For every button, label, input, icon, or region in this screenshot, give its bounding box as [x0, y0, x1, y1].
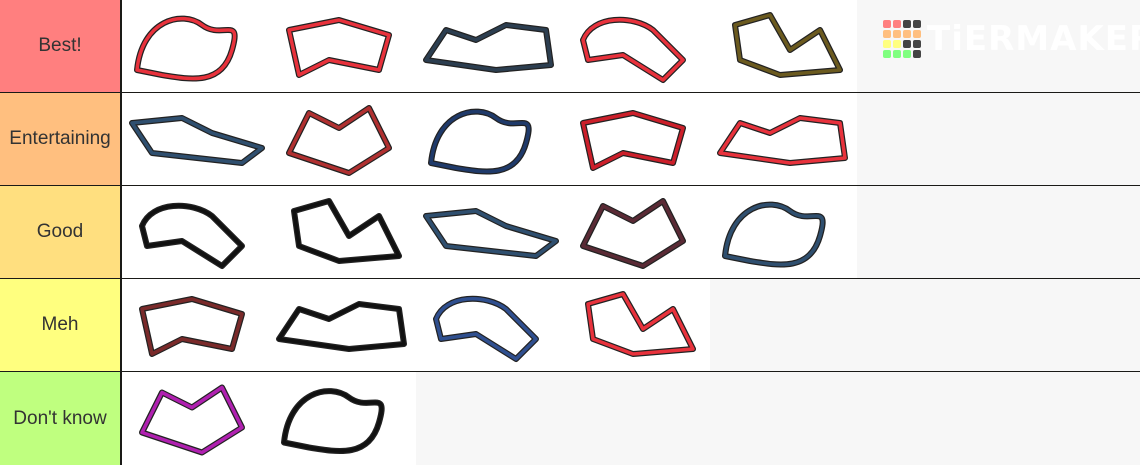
tier-items	[122, 372, 1140, 465]
tiermaker-logo: TiERMAKER	[883, 19, 1140, 59]
tier-label[interactable]: Meh	[0, 279, 122, 371]
track-map-icon	[134, 15, 238, 82]
tier-items	[122, 0, 1140, 92]
track-map-icon	[139, 384, 245, 456]
track-map-item[interactable]	[122, 279, 269, 371]
tier-row: Don't know	[0, 372, 1140, 465]
track-map-icon	[428, 108, 532, 175]
tier-label[interactable]: Best!	[0, 0, 122, 92]
track-map-item[interactable]	[710, 0, 857, 92]
tier-row: Best!	[0, 0, 1140, 92]
logo-square	[883, 20, 891, 28]
track-map-item[interactable]	[122, 372, 269, 465]
tier-items	[122, 186, 1140, 278]
tier-row: Meh	[0, 279, 1140, 371]
logo-grid-icon	[883, 20, 921, 58]
track-map-item[interactable]	[416, 0, 563, 92]
track-map-item[interactable]	[563, 279, 710, 371]
logo-square	[883, 40, 891, 48]
tier-label[interactable]: Entertaining	[0, 93, 122, 185]
track-map-item[interactable]	[416, 186, 563, 278]
tier-label[interactable]: Don't know	[0, 372, 122, 465]
track-map-item[interactable]	[416, 93, 563, 185]
logo-square	[893, 30, 901, 38]
logo-square	[913, 20, 921, 28]
track-map-item[interactable]	[269, 279, 416, 371]
track-map-item[interactable]	[563, 93, 710, 185]
track-map-item[interactable]	[563, 0, 710, 92]
tier-items	[122, 279, 1140, 371]
track-map-icon	[281, 388, 385, 454]
logo-square	[903, 40, 911, 48]
track-map-item[interactable]	[416, 279, 563, 371]
track-map-icon	[139, 202, 245, 269]
logo-square	[903, 30, 911, 38]
track-map-item[interactable]	[563, 186, 710, 278]
logo-square	[913, 40, 921, 48]
track-map-icon	[732, 12, 843, 78]
track-map-icon	[722, 201, 826, 268]
tier-row: Good	[0, 186, 1140, 278]
track-map-icon	[580, 198, 686, 269]
tier-row: Entertaining	[0, 93, 1140, 185]
track-map-icon	[286, 17, 392, 78]
track-map-icon	[129, 115, 265, 166]
logo-square	[903, 20, 911, 28]
track-map-icon	[423, 22, 554, 73]
logo-square	[893, 40, 901, 48]
track-map-icon	[433, 295, 539, 362]
logo-square	[883, 30, 891, 38]
logo-square	[913, 50, 921, 58]
track-map-icon	[580, 16, 686, 83]
logo-square	[893, 50, 901, 58]
track-map-item[interactable]	[710, 93, 857, 185]
track-map-item[interactable]	[710, 186, 857, 278]
track-map-item[interactable]	[269, 0, 416, 92]
track-map-icon	[139, 296, 245, 357]
tier-label[interactable]: Good	[0, 186, 122, 278]
track-map-item[interactable]	[122, 186, 269, 278]
track-map-icon	[585, 291, 696, 357]
track-map-item[interactable]	[269, 186, 416, 278]
track-map-icon	[291, 198, 402, 264]
logo-text: TiERMAKER	[927, 19, 1140, 59]
track-map-icon	[423, 208, 559, 259]
track-map-item[interactable]	[269, 93, 416, 185]
track-map-icon	[286, 105, 392, 176]
track-map-icon	[717, 115, 848, 166]
track-map-item[interactable]	[122, 0, 269, 92]
track-map-item[interactable]	[122, 93, 269, 185]
tier-items	[122, 93, 1140, 185]
track-map-icon	[276, 301, 407, 352]
track-map-item[interactable]	[269, 372, 416, 465]
track-map-icon	[580, 110, 686, 171]
logo-square	[913, 30, 921, 38]
logo-square	[893, 20, 901, 28]
logo-square	[903, 50, 911, 58]
logo-square	[883, 50, 891, 58]
